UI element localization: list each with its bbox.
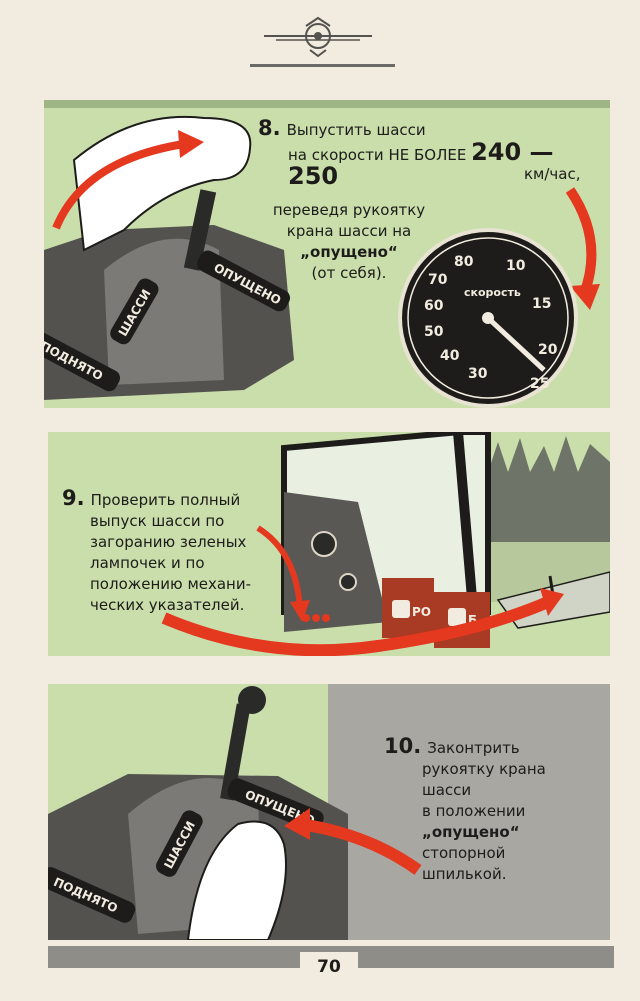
step-9-panel: РО Б 9. Проверить полный выпуск шасси по … <box>48 432 610 656</box>
aeroflot-emblem-icon <box>264 16 372 58</box>
page-number-box <box>300 952 358 982</box>
step-8-sub-line2: крана шасси на <box>286 222 412 240</box>
step-8-number: 8. <box>258 116 281 140</box>
header-rule <box>250 64 395 67</box>
landing-gear-lever-illustration: ОПУЩЕНО ШАССИ ПОДНЯТО скорость 10 15 20 … <box>44 115 600 408</box>
step-8-sub-position: „опущено“ <box>300 243 398 261</box>
speedometer-caption: скорость <box>464 286 521 299</box>
lever-lock-illustration: ОПУЩЕНО ШАССИ ПОДНЯТО <box>48 684 422 940</box>
speed-tick: 40 <box>440 348 460 364</box>
speed-tick: 80 <box>454 254 474 270</box>
step-8-panel: ОПУЩЕНО ШАССИ ПОДНЯТО скорость 10 15 20 … <box>44 100 610 408</box>
step-8-heading: 8. Выпустить шасси <box>258 118 598 141</box>
speed-tick: 70 <box>428 272 448 288</box>
step-10-position: „опущено“ <box>422 823 520 841</box>
speed-tick: 15 <box>532 296 551 312</box>
page-number: 70 <box>317 957 341 977</box>
indicator-b-label: Б <box>468 613 477 627</box>
step-9-text: 9. Проверить полный выпуск шасси по загор… <box>62 488 282 616</box>
step-9-number: 9. <box>62 486 85 510</box>
step-8-subtext: переведя рукоятку крана шасси на „опущен… <box>264 200 434 284</box>
speed-tick: 50 <box>424 324 444 340</box>
step-8-sub-line4: (от себя). <box>311 264 387 282</box>
speed-range: 240 — 250 <box>288 138 554 190</box>
step-10-line7: шпилькой. <box>422 865 507 883</box>
step-8-sub-line1: переведя рукоятку <box>272 201 426 219</box>
step-10-line2: рукоятку крана <box>422 760 546 778</box>
speed-tick: 25 <box>530 376 549 392</box>
step-8-line1: Выпустить шасси <box>286 121 426 139</box>
step-8-speed-line: на скорости НЕ БОЛЕЕ 240 — 250 <box>288 140 608 190</box>
step-10-line1: Законтрить <box>427 739 520 757</box>
step-9-line: лампочек и по <box>90 554 205 572</box>
indicator-ro-label: РО <box>412 605 431 619</box>
speed-tick: 10 <box>506 258 526 274</box>
step-10-line6: стопорной <box>422 844 506 862</box>
panel-top-stripe <box>44 100 610 108</box>
speed-tick: 30 <box>468 366 488 382</box>
step-9-line: положению механи- <box>90 575 252 593</box>
cockpit-indicator-illustration: РО Б <box>161 432 610 656</box>
step-8-line2: на скорости НЕ БОЛЕЕ <box>288 146 467 164</box>
step-9-line: ческих указателей. <box>90 596 245 614</box>
speed-tick: 20 <box>538 342 558 358</box>
step-10-panel: ОПУЩЕНО ШАССИ ПОДНЯТО 10. Законтрить руко… <box>48 684 610 940</box>
step-9-line: выпуск шасси по <box>90 512 225 530</box>
step-10-line4: в положении <box>422 802 526 820</box>
step-10-text: 10. Законтрить рукоятку крана шасси в пол… <box>384 736 584 885</box>
speed-unit: км/час, <box>524 165 581 183</box>
speed-tick: 60 <box>424 298 444 314</box>
step-9-line: Проверить полный <box>90 491 241 509</box>
step-10-line3: шасси <box>422 781 472 799</box>
step-10-number: 10. <box>384 734 422 758</box>
step-9-line: загоранию зеленых <box>90 533 247 551</box>
